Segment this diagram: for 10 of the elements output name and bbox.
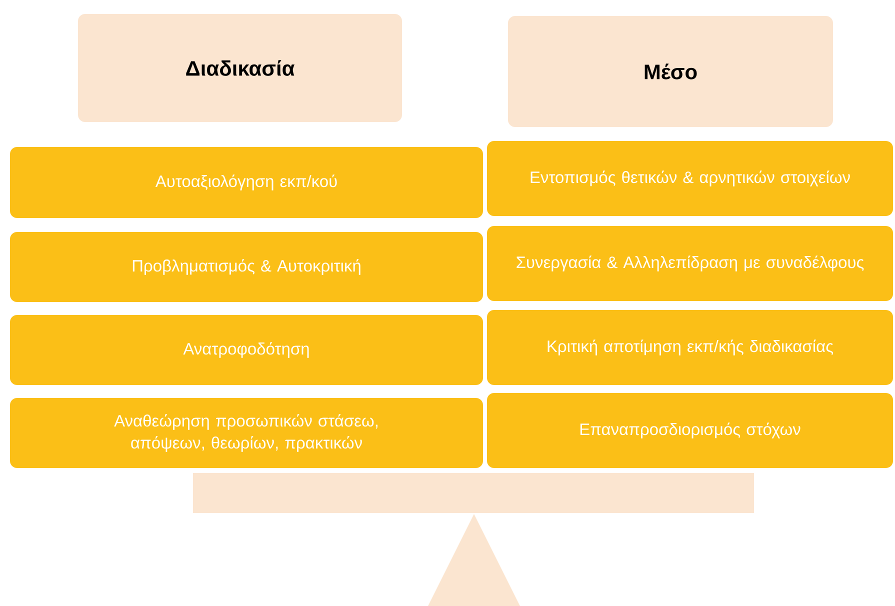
item-box: Αυτοαξιολόγηση εκπ/κού [10, 147, 483, 218]
item-box: Ανατροφοδότηση [10, 315, 483, 385]
item-box: Αναθεώρηση προσωπικών στάσεω, απόψεων, θεωρίων, πρακτικών [10, 398, 483, 468]
item-box: Προβληματισμός & Αυτοκριτική [10, 232, 483, 302]
header-box: Μέσο [508, 16, 833, 127]
item-box: Κριτική αποτίμηση εκπ/κής διαδικασίας [487, 310, 893, 385]
header-box: Διαδικασία [78, 14, 402, 122]
item-box: Εντοπισμός θετικών & αρνητικών στοιχείων [487, 141, 893, 216]
item-box: Συνεργασία & Αλληλεπίδραση με συναδέλφους [487, 226, 893, 301]
item-box: Επαναπροσδιορισμός στόχων [487, 393, 893, 468]
